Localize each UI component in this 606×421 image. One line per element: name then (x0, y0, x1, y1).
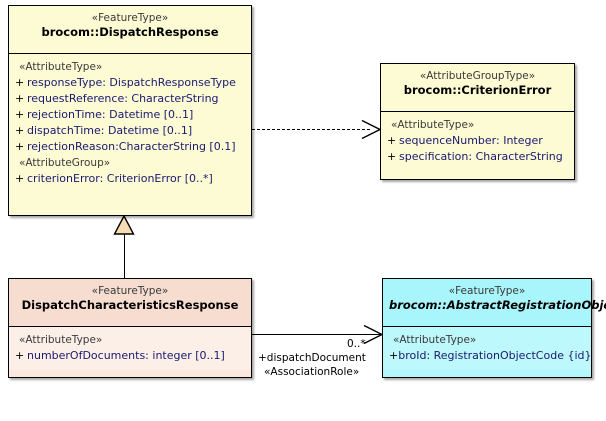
attribute-text: numberOfDocuments: integer [0..1] (27, 349, 225, 362)
attribute-row: + broId: RegistrationObjectCode {id} (383, 348, 592, 364)
attribute-text: requestReference: CharacterString (27, 92, 219, 105)
association-stereotype-label: «AssociationRole» (264, 366, 360, 378)
visibility-marker: + (15, 92, 25, 105)
attribute-row: + dispatchTime: Datetime [0..1] (9, 123, 251, 139)
attribute-text: sequenceNumber: Integer (399, 134, 543, 147)
attribute-row: + sequenceNumber: Integer (381, 133, 574, 149)
attribute-group-stereotype: «AttributeGroup» (19, 157, 111, 169)
class-body-abstract-registration-object: «AttributeType» + broId: RegistrationObj… (383, 327, 592, 370)
class-stereotype: «FeatureType» (91, 12, 169, 24)
visibility-marker: + (387, 134, 397, 147)
class-title: brocom::AbstractRegistrationObject (389, 298, 606, 312)
visibility-marker: + (15, 349, 25, 362)
visibility-marker: + (15, 140, 25, 153)
class-header-abstract-registration-object: «FeatureType» brocom::AbstractRegistrati… (383, 279, 606, 327)
visibility-marker: + (387, 150, 397, 163)
association-line (252, 334, 382, 336)
visibility-marker: + (15, 108, 25, 121)
attribute-group-stereotype: «AttributeType» (393, 334, 477, 346)
class-header-criterion-error: «AttributeGroupType» brocom::CriterionEr… (381, 64, 574, 112)
attribute-group-stereotype: «AttributeType» (19, 61, 103, 73)
visibility-marker: + (15, 172, 25, 185)
attribute-row: + specification: CharacterString (381, 149, 574, 165)
class-stereotype: «FeatureType» (91, 285, 169, 297)
attribute-text: dispatchTime: Datetime [0..1] (27, 124, 193, 137)
attribute-text: specification: CharacterString (399, 150, 563, 163)
attribute-row: + responseType: DispatchResponseType (9, 75, 251, 91)
class-title: brocom::CriterionError (403, 83, 552, 97)
attribute-text: criterionError: CriterionError [0..*] (27, 172, 213, 185)
generalization-line (124, 232, 126, 278)
attribute-text: rejectionTime: Datetime [0..1] (27, 108, 194, 121)
attribute-row: + rejectionTime: Datetime [0..1] (9, 107, 251, 123)
class-box-criterion-error[interactable]: «AttributeGroupType» brocom::CriterionEr… (380, 63, 575, 180)
class-title: brocom::DispatchResponse (41, 25, 219, 39)
attribute-text: responseType: DispatchResponseType (27, 76, 236, 89)
association-role-label: +dispatchDocument (258, 352, 366, 364)
attribute-row: + rejectionReason:CharacterString [0.1] (9, 139, 251, 155)
class-box-dispatch-response[interactable]: «FeatureType» brocom::DispatchResponse «… (8, 5, 252, 216)
visibility-marker: + (389, 349, 399, 362)
class-box-abstract-registration-object[interactable]: «FeatureType» brocom::AbstractRegistrati… (382, 278, 606, 378)
attribute-text: broId: RegistrationObjectCode {id} (398, 349, 592, 362)
dependency-line (252, 129, 370, 130)
attribute-row: + criterionError: CriterionError [0..*] (9, 171, 251, 187)
class-header-dispatch-response: «FeatureType» brocom::DispatchResponse (9, 6, 251, 54)
attribute-group-stereotype: «AttributeType» (19, 334, 103, 346)
attribute-row: + numberOfDocuments: integer [0..1] (9, 348, 251, 364)
attribute-group-stereotype: «AttributeType» (391, 119, 475, 131)
class-body-dispatch-response: «AttributeType» + responseType: Dispatch… (9, 54, 251, 193)
attribute-text: rejectionReason:CharacterString [0.1] (27, 140, 236, 153)
class-header-dispatch-characteristics-response: «FeatureType» DispatchCharacteristicsRes… (9, 279, 251, 327)
attribute-row: + requestReference: CharacterString (9, 91, 251, 107)
class-body-dispatch-characteristics-response: «AttributeType» + numberOfDocuments: int… (9, 327, 251, 370)
class-body-criterion-error: «AttributeType» + sequenceNumber: Intege… (381, 112, 574, 171)
visibility-marker: + (15, 124, 25, 137)
class-stereotype: «AttributeGroupType» (419, 70, 536, 82)
class-stereotype: «FeatureType» (448, 285, 526, 297)
class-title: DispatchCharacteristicsResponse (21, 298, 239, 312)
visibility-marker: + (15, 76, 25, 89)
class-box-dispatch-characteristics-response[interactable]: «FeatureType» DispatchCharacteristicsRes… (8, 278, 252, 378)
association-multiplicity-label: 0..* (347, 338, 366, 350)
